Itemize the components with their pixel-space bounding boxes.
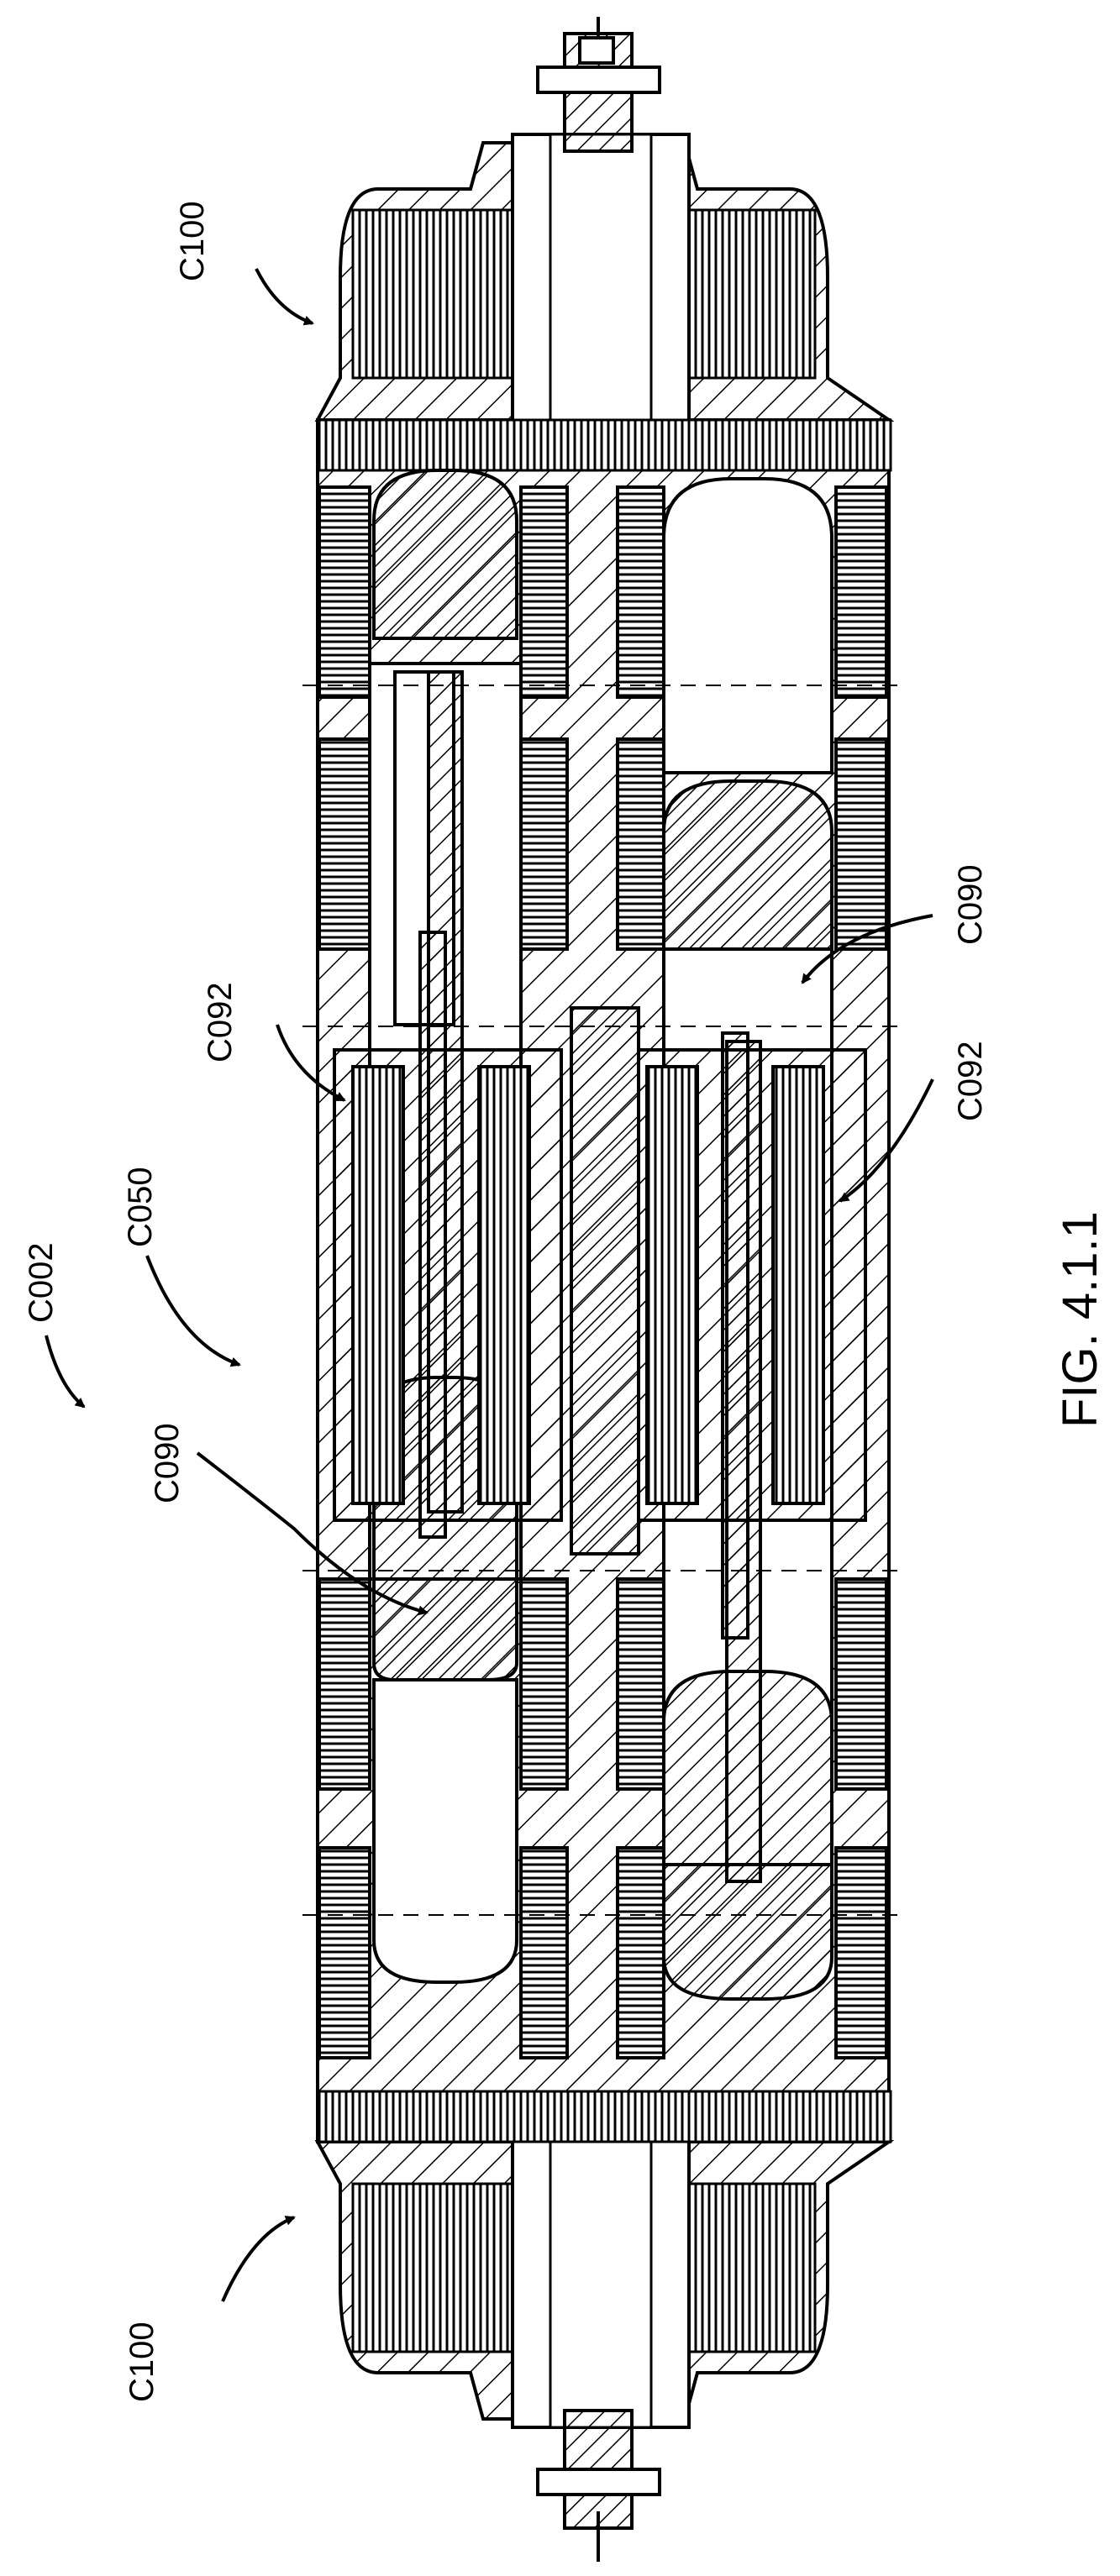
- arrow-c050: [147, 1256, 239, 1365]
- label-c090-left: C090: [149, 1423, 186, 1503]
- label-c050: C050: [122, 1167, 159, 1247]
- arrow-c100-top: [256, 269, 313, 323]
- label-c100-bottom: C100: [124, 2322, 160, 2402]
- top-end-assembly: [318, 134, 891, 470]
- label-c002: C002: [23, 1242, 60, 1323]
- label-c092-right: C092: [952, 1041, 989, 1121]
- label-c100-top: C100: [174, 201, 211, 281]
- arrow-c100-bottom: [223, 2217, 294, 2301]
- figure-caption: FIG. 4.1.1: [1053, 1211, 1107, 1428]
- label-c090-right: C090: [952, 864, 989, 945]
- bottom-end-assembly: [318, 2091, 891, 2427]
- label-c092-left: C092: [202, 982, 239, 1062]
- top-shaft-flange: [538, 17, 660, 151]
- arrow-c002: [46, 1335, 84, 1407]
- bottom-shaft-flange: [538, 2411, 660, 2562]
- machine-assembly: [302, 17, 903, 2562]
